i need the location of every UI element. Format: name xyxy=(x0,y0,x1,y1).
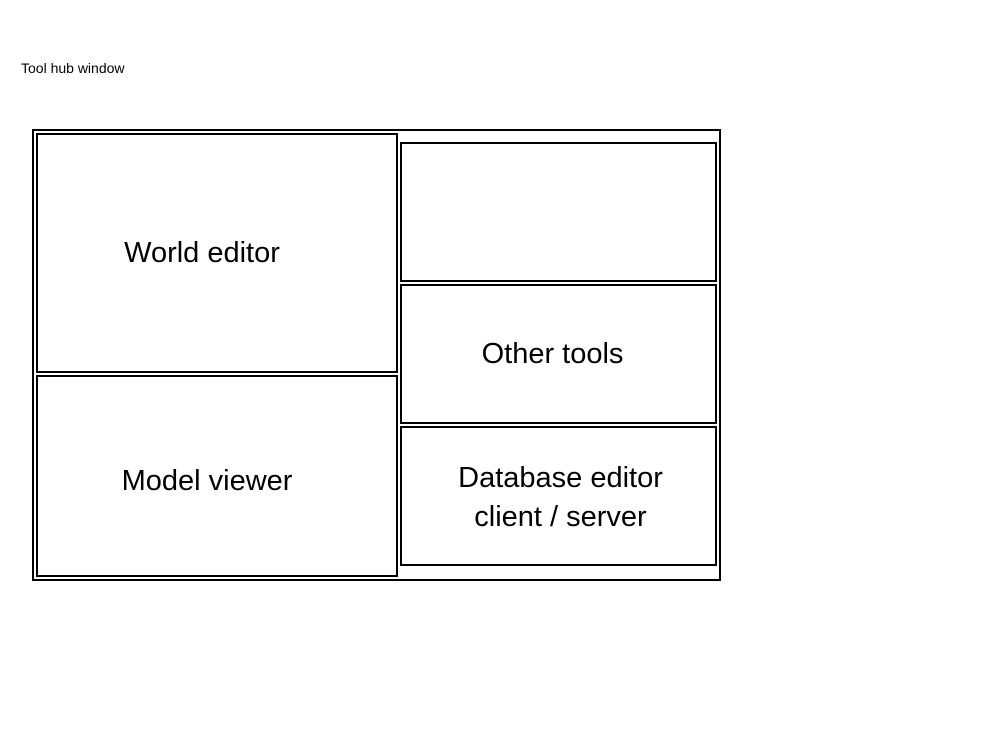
tool-hub-window-frame xyxy=(32,129,721,581)
other-tools-panel: Other tools xyxy=(400,284,717,424)
other-tools-label: Other tools xyxy=(481,337,624,370)
model-viewer-panel: Model viewer xyxy=(36,375,398,577)
database-editor-panel: Database editor client / server xyxy=(400,426,717,566)
database-editor-label: Database editor client / server xyxy=(458,462,663,533)
world-editor-label: World editor xyxy=(124,236,280,269)
empty-panel xyxy=(400,142,717,282)
world-editor-panel: World editor xyxy=(36,133,398,373)
diagram-caption: Tool hub window xyxy=(21,60,125,76)
model-viewer-label: Model viewer xyxy=(121,464,293,497)
